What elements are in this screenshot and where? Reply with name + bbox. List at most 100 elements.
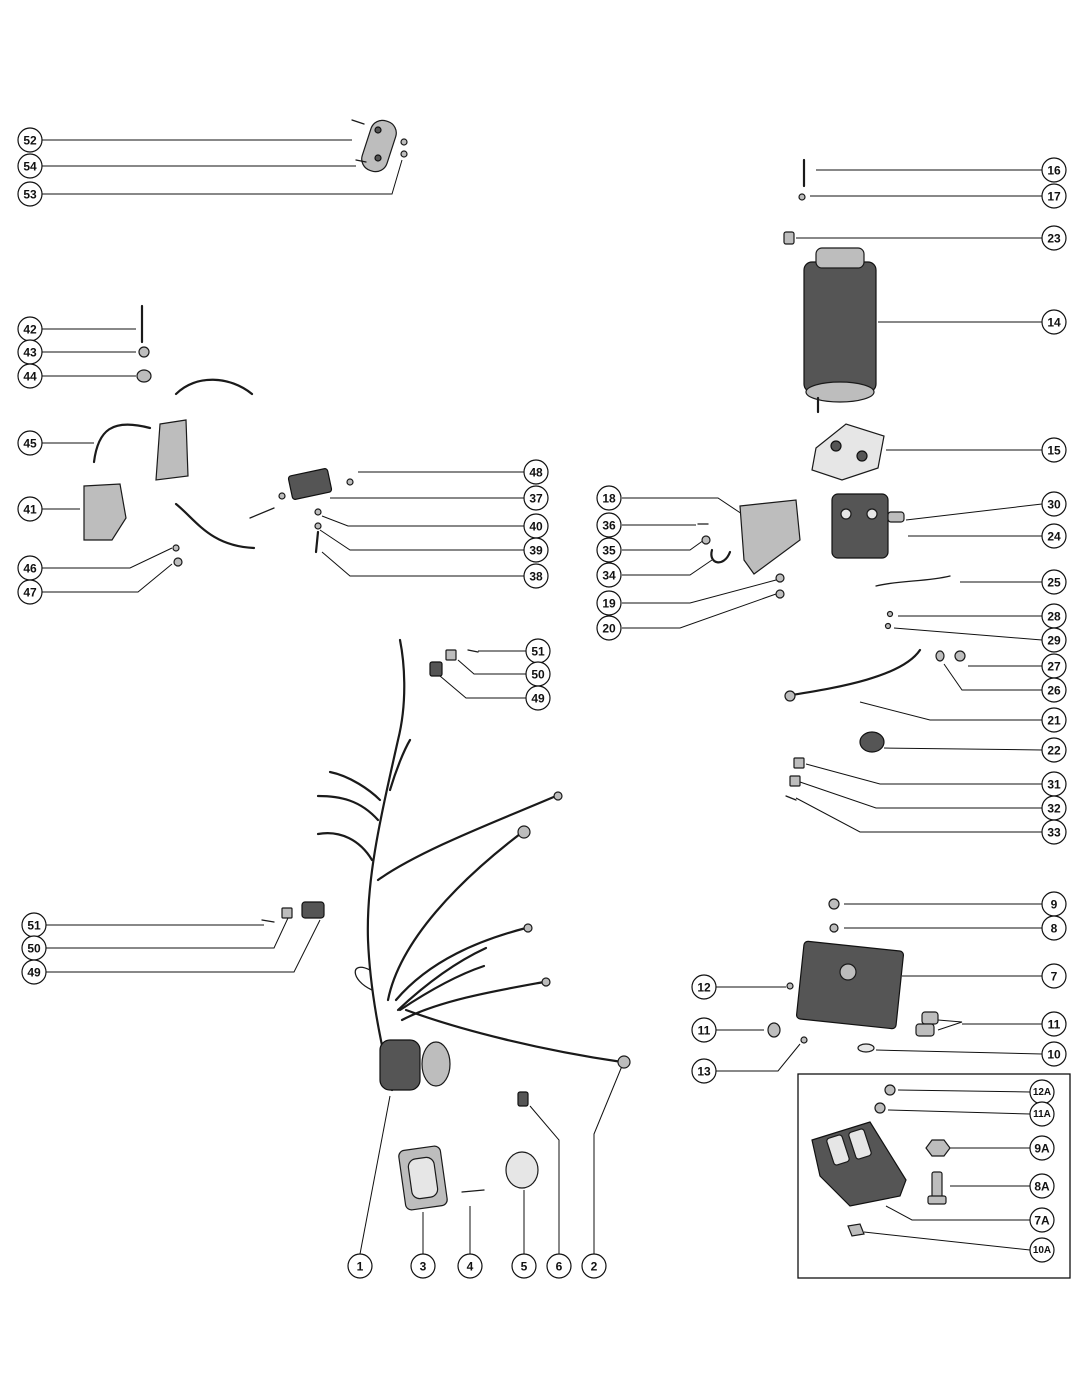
- callout-27: 27: [1041, 653, 1067, 679]
- stud-left: [249, 507, 275, 519]
- leader-33: [795, 797, 1042, 833]
- callout-number: 40: [529, 520, 543, 534]
- callout-24: 24: [1041, 523, 1067, 549]
- callout-number: 14: [1047, 316, 1061, 330]
- callout-47: 47: [17, 579, 43, 605]
- leader-1: [359, 1095, 391, 1255]
- nut-39: [314, 522, 322, 530]
- starter-gasket-15: [811, 423, 885, 481]
- callout-48: 48: [523, 459, 549, 485]
- callout-number: 44: [23, 370, 37, 384]
- callout-1: 1: [347, 1253, 373, 1279]
- callout-10A: 10A: [1029, 1237, 1055, 1263]
- callout-number: 54: [23, 160, 37, 174]
- callout-number: 10: [1047, 1048, 1061, 1062]
- terminal-eye-a: [517, 825, 531, 839]
- callout-42: 42: [17, 316, 43, 342]
- screw-23: [783, 231, 795, 245]
- callout-number: 43: [23, 346, 37, 360]
- harness-lead-e: [328, 770, 382, 802]
- leader-11A: [887, 1109, 1031, 1115]
- callout-number: 26: [1047, 684, 1061, 698]
- nut-9A: [925, 1139, 951, 1157]
- screw-33: [785, 795, 797, 801]
- callout-number: 49: [27, 966, 41, 980]
- washer-11A: [874, 1102, 886, 1114]
- washer-40: [314, 508, 322, 516]
- regulator-group: [767, 898, 939, 1053]
- callout-number: 51: [531, 645, 545, 659]
- callout-circle: [581, 1253, 607, 1279]
- clip-35: [701, 535, 711, 545]
- leader-50-top: [457, 659, 526, 675]
- callout-32: 32: [1041, 795, 1067, 821]
- cable-25: [875, 575, 951, 587]
- callout-number: 8A: [1034, 1180, 1050, 1194]
- solenoid-24: [831, 493, 889, 559]
- callout-circle: [596, 615, 622, 641]
- callout-38: 38: [523, 563, 549, 589]
- callout-circle: [347, 1253, 373, 1279]
- callout-51b: 51: [21, 912, 47, 938]
- callout-41: 41: [17, 496, 43, 522]
- callout-23: 23: [1041, 225, 1067, 251]
- clip-50-left: [281, 907, 293, 919]
- callout-circle: [1029, 1237, 1055, 1263]
- leader-20: [622, 593, 777, 629]
- callout-number: 17: [1047, 190, 1061, 204]
- leader-12A: [897, 1089, 1031, 1093]
- callout-54: 54: [17, 153, 43, 179]
- callout-8: 8: [1041, 915, 1067, 941]
- callout-8A: 8A: [1029, 1173, 1055, 1199]
- battery-cable-21: [784, 648, 922, 698]
- plate-hole-top: [374, 126, 382, 134]
- callout-4: 4: [457, 1253, 483, 1279]
- nut-28: [886, 610, 894, 618]
- callout-number: 51: [27, 919, 41, 933]
- harness-lead-2: [404, 1008, 624, 1064]
- leader-21: [859, 701, 1042, 721]
- starter-bottom: [805, 381, 875, 403]
- harness-lead-f: [388, 738, 412, 792]
- callout-number: 35: [602, 544, 616, 558]
- leader-35: [622, 539, 705, 551]
- callout-circle: [1041, 309, 1067, 335]
- regulator-emblem: [839, 963, 857, 981]
- callout-circle: [17, 127, 43, 153]
- solenoid-terminal-a: [840, 508, 852, 520]
- clip-32: [789, 775, 801, 787]
- washer-10: [857, 1043, 875, 1053]
- callout-15: 15: [1041, 437, 1067, 463]
- washer-27: [954, 650, 966, 662]
- callout-circle: [410, 1253, 436, 1279]
- callout-number: 32: [1047, 802, 1061, 816]
- callout-circle: [691, 974, 717, 1000]
- callout-number: 4: [467, 1260, 474, 1274]
- terminal-block-group: [249, 468, 354, 554]
- starter-motor: [803, 261, 877, 393]
- callout-circle: [596, 537, 622, 563]
- callout-number: 24: [1047, 530, 1061, 544]
- callout-34: 34: [596, 562, 622, 588]
- nut-20: [775, 589, 785, 599]
- callout-circle: [1041, 225, 1067, 251]
- callout-number: 52: [23, 134, 37, 148]
- callout-number: 12: [697, 981, 711, 995]
- regulator-inset: [797, 1073, 1071, 1279]
- leader-29: [893, 627, 1043, 641]
- callout-circle: [596, 590, 622, 616]
- callout-12: 12: [691, 974, 717, 1000]
- leader-30: [905, 503, 1043, 521]
- callout-11l: 11: [691, 1017, 717, 1043]
- clip-6: [517, 1091, 529, 1107]
- callout-16: 16: [1041, 157, 1067, 183]
- callout-number: 15: [1047, 444, 1061, 458]
- leader-22: [883, 747, 1043, 751]
- callout-number: 9: [1051, 898, 1058, 912]
- callout-number: 38: [529, 570, 543, 584]
- callout-number: 50: [531, 668, 545, 682]
- callout-circle: [1041, 569, 1067, 595]
- callout-51a: 51: [525, 638, 551, 664]
- leader-46: [42, 547, 173, 569]
